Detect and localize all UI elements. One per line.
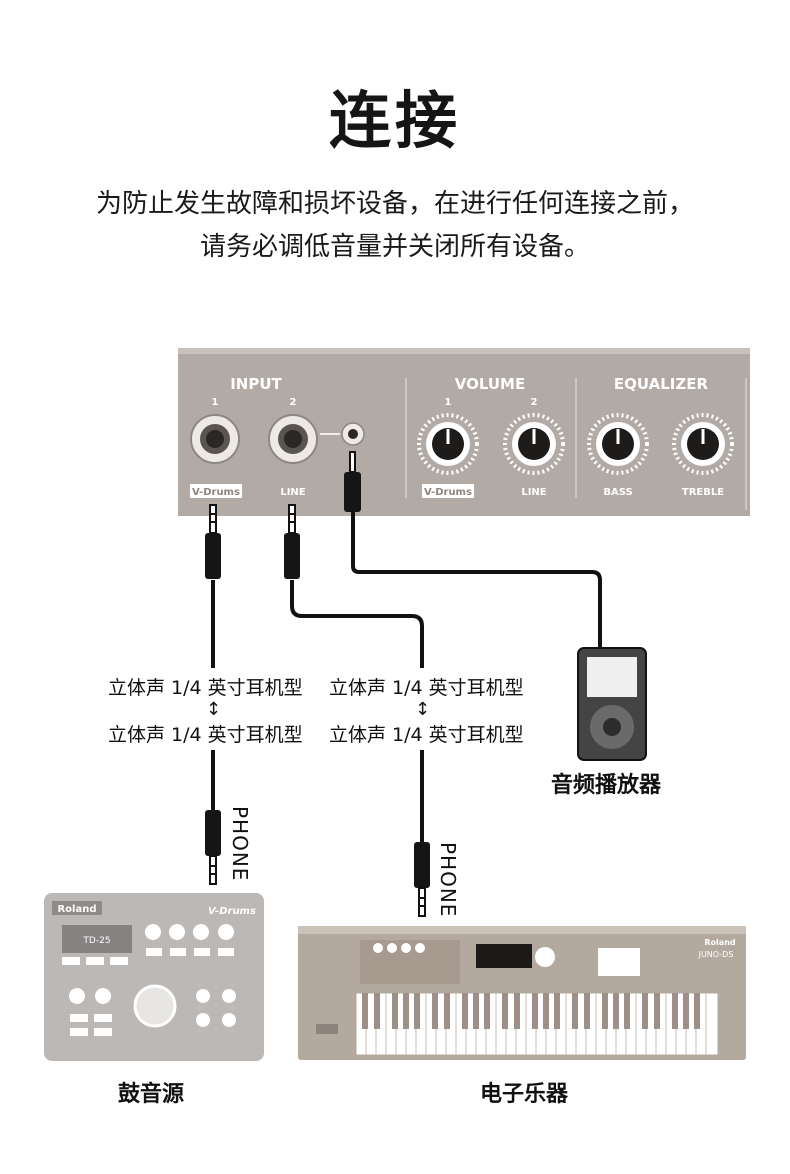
cable-right-upper bbox=[290, 580, 424, 668]
plug-right-bottom bbox=[414, 842, 430, 917]
input-1-jack[interactable] bbox=[190, 414, 240, 464]
drum-logo: V-Drums bbox=[208, 906, 256, 917]
volume-header: VOLUME bbox=[455, 375, 525, 393]
aux-mini-jack[interactable] bbox=[341, 422, 365, 446]
cable-label-left-bottom: 立体声 1/4 英寸耳机型 bbox=[108, 724, 303, 746]
cables bbox=[211, 510, 602, 842]
phone-label-right: PHONE bbox=[436, 842, 460, 918]
line-volume-label: LINE bbox=[521, 487, 546, 498]
drum-module-label: 鼓音源 bbox=[118, 1082, 185, 1107]
volume-2-knob[interactable] bbox=[503, 413, 565, 475]
vdrums-volume-label: V-Drums bbox=[424, 487, 472, 498]
keyboard-black-keys bbox=[362, 993, 700, 1029]
intro-line-1: 为防止发生故障和损坏设备，在进行任何连接之前， bbox=[95, 189, 694, 219]
input-header: INPUT bbox=[230, 375, 282, 393]
phone-label-left: PHONE bbox=[228, 806, 252, 882]
bass-knob[interactable] bbox=[587, 413, 649, 475]
cable-label-right-top: 立体声 1/4 英寸耳机型 bbox=[329, 677, 524, 699]
cable-label-right-bottom: 立体声 1/4 英寸耳机型 bbox=[329, 724, 524, 746]
volume-1-number: 1 bbox=[445, 397, 452, 408]
vdrums-input-label: V-Drums bbox=[192, 487, 240, 498]
cable-arrow-right: ↕ bbox=[415, 699, 431, 720]
cable-aux bbox=[351, 510, 602, 652]
keyboard-model: JUNO-DS bbox=[698, 950, 734, 959]
cable-arrow-left: ↕ bbox=[206, 699, 222, 720]
drum-model: TD-25 bbox=[82, 936, 110, 946]
cable-label-left-top: 立体声 1/4 英寸耳机型 bbox=[108, 677, 303, 699]
volume-1-knob[interactable] bbox=[417, 413, 479, 475]
drum-brand: Roland bbox=[57, 904, 96, 915]
input-2-jack[interactable] bbox=[268, 414, 318, 464]
treble-knob[interactable] bbox=[672, 413, 734, 475]
input-2-number: 2 bbox=[290, 397, 297, 408]
input-1-number: 1 bbox=[212, 397, 219, 408]
treble-label: TREBLE bbox=[682, 487, 724, 498]
audio-player-device bbox=[577, 647, 647, 761]
bass-label: BASS bbox=[603, 487, 632, 498]
drum-module-device: Roland V-Drums TD-25 bbox=[44, 893, 264, 1061]
audio-player-label: 音频播放器 bbox=[551, 773, 662, 798]
page-title: 连接 bbox=[328, 84, 461, 157]
plug-right-top bbox=[284, 504, 300, 579]
intro-text: 为防止发生故障和损坏设备，在进行任何连接之前， 请务必调低音量并关闭所有设备。 bbox=[0, 183, 790, 269]
line-input-label: LINE bbox=[280, 487, 305, 498]
keyboard-brand: Roland bbox=[704, 938, 735, 947]
equalizer-header: EQUALIZER bbox=[614, 375, 709, 393]
keyboard-label: 电子乐器 bbox=[480, 1082, 569, 1107]
keyboard-device: Roland JUNO-DS bbox=[298, 926, 746, 1060]
plug-left-bottom bbox=[205, 810, 221, 885]
intro-line-2: 请务必调低音量并关闭所有设备。 bbox=[199, 232, 590, 262]
plug-left-top bbox=[205, 504, 221, 579]
amp-panel: INPUT VOLUME EQUALIZER 1 2 1 2 V-Drums L… bbox=[178, 348, 750, 516]
volume-2-number: 2 bbox=[531, 397, 538, 408]
plug-aux-mini bbox=[344, 451, 361, 512]
